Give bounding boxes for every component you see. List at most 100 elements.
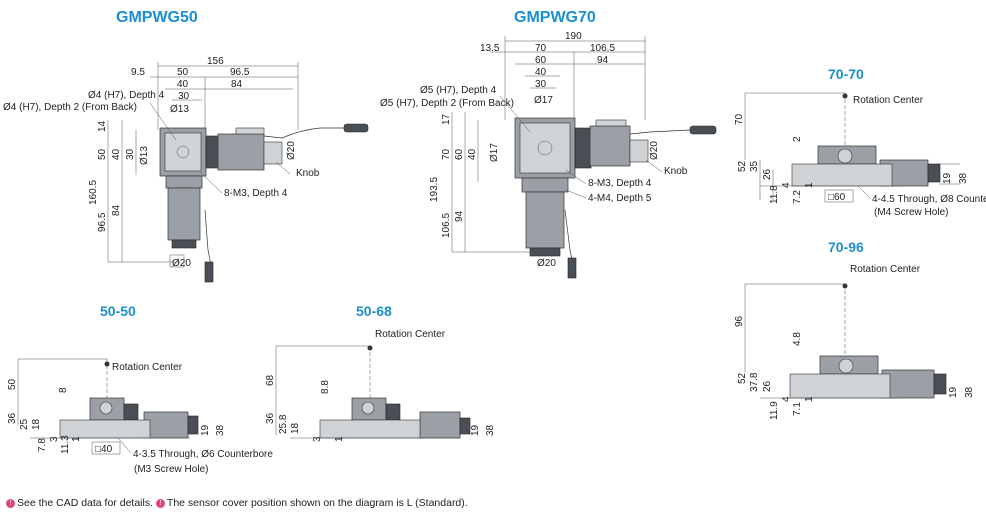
title-70-96: 70-96 [828,239,864,255]
dim-106-5: 106.5 [590,43,615,54]
v5068-dim-3: 3 [312,436,323,442]
v7070-dim-1: 1 [804,182,815,188]
dim-156: 156 [207,56,224,67]
dim-30-v: 30 [125,148,136,160]
dim-96-5-v: 96.5 [97,212,108,232]
v7096-dim-26: 26 [762,380,773,392]
rotation-label-70-70: Rotation Center [853,95,924,106]
v5050-dim-sq40: □40 [95,444,113,455]
callout-bore-back-70: Ø5 (H7), Depth 2 (From Back) [380,98,514,109]
view-70-70: 70-70 Rotation Center 70 2 52 35 26 11.8… [734,66,986,218]
info-pin-icon: ! [6,498,15,508]
dim-40-v70: 40 [467,148,478,160]
gmpwg70-title: GMPWG70 [514,9,596,26]
dim-13-5: 13.5 [480,43,500,54]
v7070-dim-26: 26 [762,168,773,180]
bore-20a: Ø20 [286,141,297,160]
callout-m4-70: 4-M4, Depth 5 [588,193,652,204]
rotation-label-50-50: Rotation Center [112,362,183,373]
dim-14: 14 [97,120,108,132]
v7096-dim-4: 4 [781,396,792,402]
gmpwg50-title: GMPWG50 [116,9,198,26]
callout-knob: Knob [296,168,320,179]
v5050-dim-1: 1 [71,436,82,442]
v7096-dim-37-8: 37.8 [749,372,760,392]
v7096-dim-4-8: 4.8 [792,332,803,346]
v5050-dim-36: 36 [7,412,18,424]
v5050-dim-25: 25 [19,418,30,430]
v5050-dim-11-3: 11.3 [60,435,71,454]
v5050-callout-m3: (M3 Screw Hole) [134,464,208,475]
footer-note-cad: See the CAD data for details. [17,497,153,509]
dim-94: 94 [597,55,609,66]
v5068-dim-8-8: 8.8 [320,380,331,394]
callout-m3: 8-M3, Depth 4 [224,188,288,199]
dim-30-70: 30 [535,79,547,90]
callout-bore-depth-70: Ø5 (H7), Depth 4 [420,85,497,96]
dim-190: 190 [565,31,582,42]
v7070-dim-sq60: □60 [828,192,846,203]
v5068-dim-36: 36 [265,412,276,424]
title-70-70: 70-70 [828,66,864,82]
dim-193-5: 193.5 [429,177,440,202]
footer-note-sensor: The sensor cover position shown on the d… [166,497,468,509]
dim-70: 70 [535,43,547,54]
dim-84: 84 [231,79,243,90]
v5068-dim-18: 18 [290,422,301,434]
bore-20b: Ø20 [172,258,191,269]
v7070-dim-35: 35 [749,160,760,172]
dim-30: 30 [178,91,190,102]
v7070-dim-11-8: 11.8 [769,185,780,204]
v7070-callout-m4: (M4 Screw Hole) [874,207,948,218]
dim-84-v: 84 [111,204,122,216]
v5050-dim-38: 38 [215,424,226,436]
bore-20c: Ø20 [649,141,660,160]
dim-94-v: 94 [454,210,465,222]
view-50-68: 50-68 Rotation Center 68 8.8 36 25.8 18 … [265,303,496,442]
v7070-dim-70: 70 [734,113,745,125]
rotation-label-50-68: Rotation Center [375,329,446,340]
bore-20d: Ø20 [537,258,556,269]
v5050-dim-18: 18 [31,418,42,430]
dim-50: 50 [177,67,189,78]
v7096-dim-1: 1 [804,396,815,402]
footer-notes: !See the CAD data for details. !The sens… [6,497,468,509]
v7070-dim-2: 2 [792,136,803,142]
v7070-dim-7-2: 7.2 [792,190,803,204]
v7070-dim-38: 38 [958,172,969,184]
dim-60-v: 60 [454,148,465,160]
v7096-dim-38: 38 [964,386,975,398]
dim-40-70: 40 [535,67,547,78]
callout-knob-70: Knob [664,166,688,177]
callout-bore-depth: Ø4 (H7), Depth 4 [88,90,165,101]
v7096-dim-11-9: 11.9 [769,401,780,420]
v5050-callout-through: 4-3.5 Through, Ø6 Counterbore [133,449,273,460]
v7070-dim-4: 4 [781,182,792,188]
v7096-dim-96: 96 [734,315,745,327]
dim-9-5: 9.5 [131,67,145,78]
dim-17: 17 [441,113,452,125]
rotation-label-70-96: Rotation Center [850,264,921,275]
dim-60: 60 [535,55,547,66]
dim-160-5: 160.5 [88,180,99,205]
gmpwg50-drawing: GMPWG50 156 9.5 50 96.5 40 84 30 14 50 4… [3,9,369,283]
v7070-dim-19: 19 [942,172,953,184]
v7096-dim-7-1: 7.1 [792,402,803,416]
v7096-dim-19: 19 [948,386,959,398]
v5068-dim-1: 1 [334,436,345,442]
info-pin-icon: ! [155,498,165,508]
v7070-callout-through: 4-4.5 Through, Ø8 Counterbore [872,194,986,205]
dim-40-v: 40 [111,148,122,160]
bore-17b: Ø17 [534,95,553,106]
v5050-dim-8: 8 [58,387,69,393]
dim-70-v: 70 [441,148,452,160]
v5068-dim-38: 38 [485,424,496,436]
bore-13b: Ø13 [170,104,189,115]
view-70-96: 70-96 Rotation Center 96 4.8 52 37.8 26 … [734,239,975,420]
title-50-50: 50-50 [100,303,136,319]
dim-96-5: 96.5 [230,67,250,78]
callout-m3-70: 8-M3, Depth 4 [588,178,652,189]
v7096-dim-52: 52 [737,372,748,384]
view-50-50: 50-50 Rotation Center 50 8 36 25 18 7.8 … [7,303,273,475]
